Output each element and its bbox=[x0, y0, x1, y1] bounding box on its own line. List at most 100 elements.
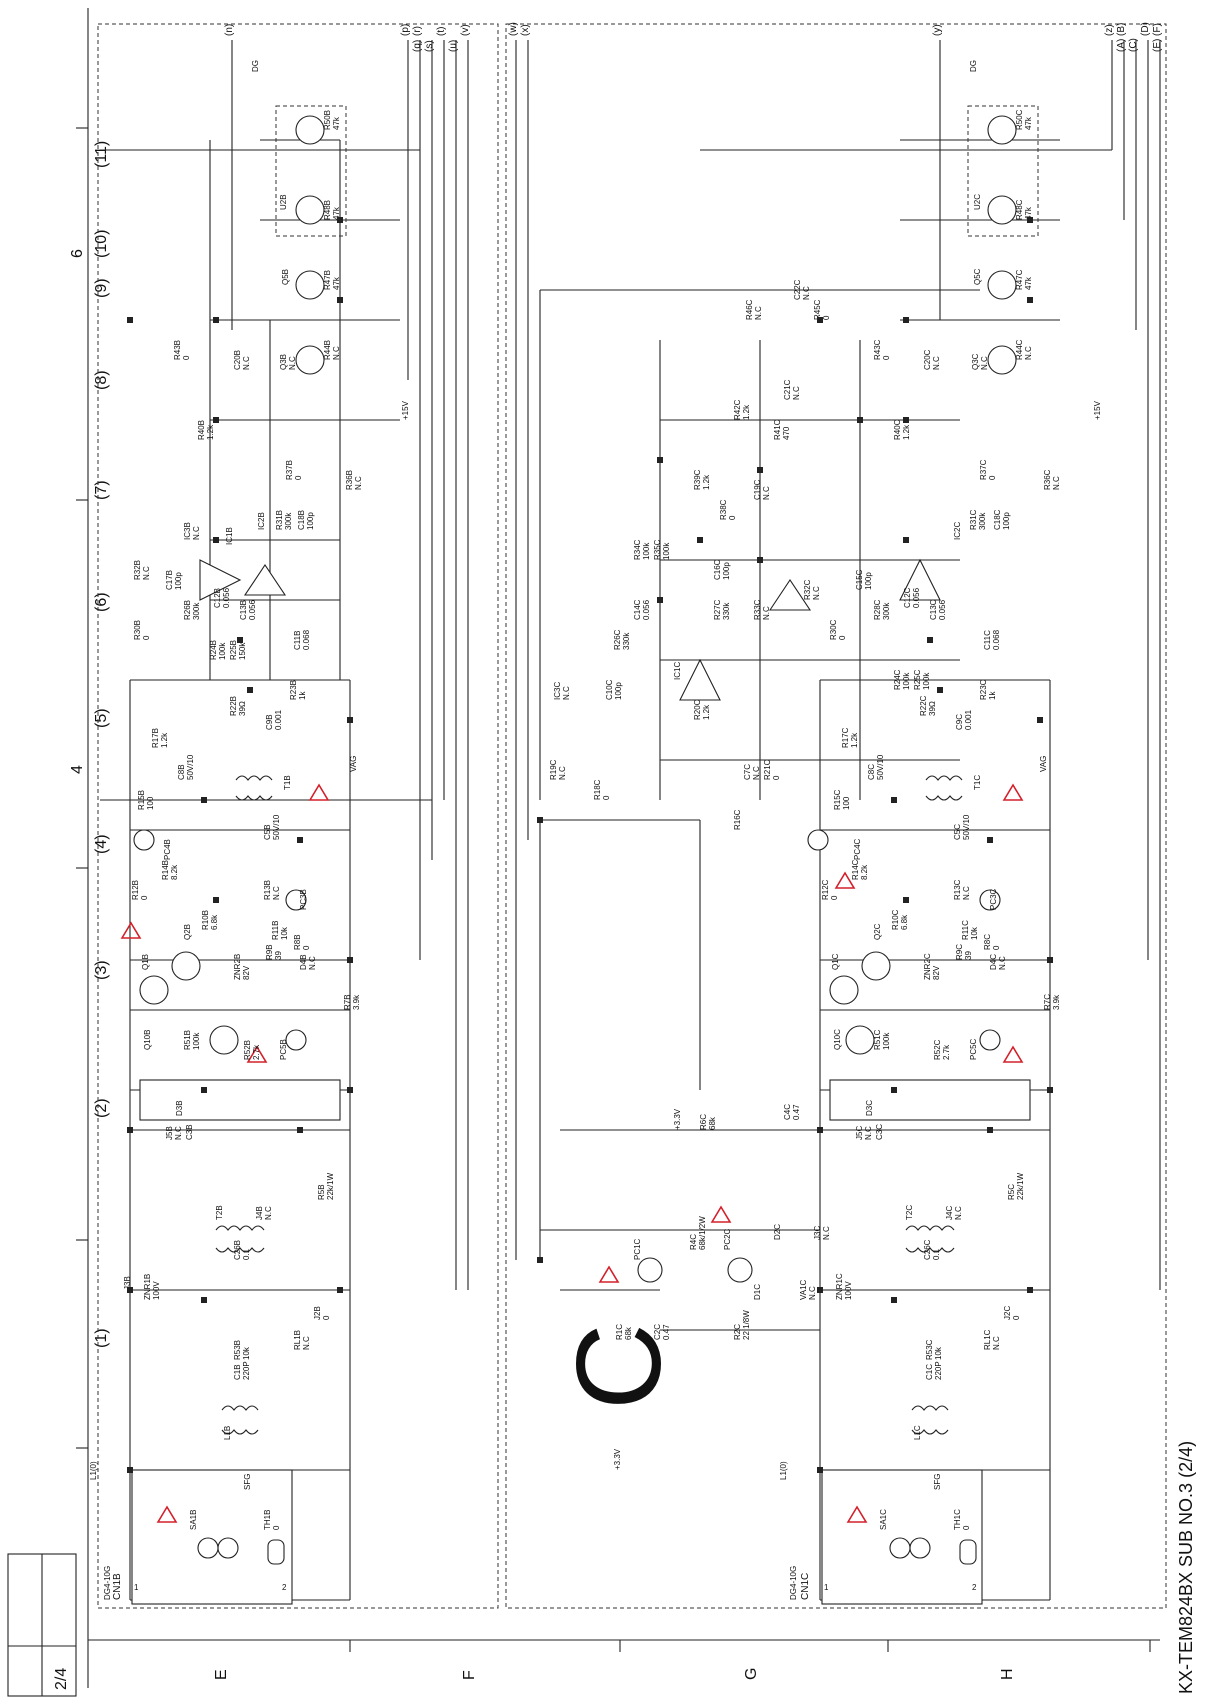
component-ref-j5b: J5B bbox=[165, 1126, 174, 1140]
component-ref-r30c: R30C bbox=[829, 619, 838, 640]
warning-icons bbox=[120, 783, 1024, 1523]
component-ref-r12c: R12C bbox=[821, 879, 830, 900]
component-value-c1c: 220P bbox=[934, 1361, 943, 1380]
component-value-r20c: 1.2k bbox=[702, 704, 711, 720]
test-point bbox=[213, 317, 219, 323]
test-point bbox=[937, 687, 943, 693]
component-value-c19c: N.C bbox=[762, 486, 771, 500]
component-ref-c22c: C22C bbox=[793, 279, 802, 300]
component-ref-r32c: R32C bbox=[803, 579, 812, 600]
component-ref-r10c: R10C bbox=[891, 909, 900, 930]
component-ref-j3c: J3C bbox=[813, 1226, 822, 1240]
component-value-r26c: 330k bbox=[622, 632, 631, 650]
test-point bbox=[213, 897, 219, 903]
row-letter: F bbox=[461, 1670, 478, 1680]
component-value-r19c: N.C bbox=[558, 766, 567, 780]
component-value-r52c: 2.7k bbox=[942, 1044, 951, 1060]
component-value-c26b: 0.1 bbox=[242, 1248, 251, 1260]
test-point bbox=[347, 957, 353, 963]
component-ref-r15c: R15C bbox=[833, 789, 842, 810]
grid-number-labels: (1) (2) (3) (4) (5) (6) (7) (8) (9) (10)… bbox=[69, 141, 110, 1348]
connector-label: (F) bbox=[1152, 23, 1163, 36]
test-point bbox=[903, 897, 909, 903]
component-ref-r24b: R24B bbox=[209, 640, 218, 660]
component-ref-c5c: C5C bbox=[953, 824, 962, 840]
component-ref-c20b: C20B bbox=[233, 350, 242, 370]
component-value-q3b: N.C bbox=[288, 356, 297, 370]
component-value-r53b: 10k bbox=[242, 1346, 251, 1360]
component-ref-r33c: R33C bbox=[753, 599, 762, 620]
component-value-r6c: 68k bbox=[708, 1116, 717, 1130]
test-point bbox=[891, 797, 897, 803]
component-ref-pc4b: PC4B bbox=[163, 839, 172, 860]
component-ref-pc3c: PC3C bbox=[989, 888, 998, 910]
test-point bbox=[1047, 1087, 1053, 1093]
component-ref-r9c: R9C bbox=[955, 944, 964, 960]
warning-triangle-icon bbox=[308, 783, 330, 801]
component-ref-r21c: R21C bbox=[763, 759, 772, 780]
component-ref-t1b: T1B bbox=[283, 775, 292, 790]
test-point bbox=[903, 417, 909, 423]
component-value-j4b: N.C bbox=[264, 1206, 273, 1220]
component-ref-d4c: D4C bbox=[989, 954, 998, 970]
component-value-r25c: 100k bbox=[922, 672, 931, 690]
component-ref-c5b: C5B bbox=[263, 824, 272, 840]
pin-label: 2 bbox=[972, 1583, 977, 1592]
component-ref-c26c: C26C bbox=[923, 1239, 932, 1260]
connector-label: (q) bbox=[412, 40, 423, 52]
component-ref-q2b: Q2B bbox=[183, 924, 192, 940]
component-value-j5c: N.C bbox=[864, 1126, 873, 1140]
component-ref-ic2c: IC2C bbox=[953, 522, 962, 540]
component-ref-r13c: R13C bbox=[953, 879, 962, 900]
component-ref-r7b: R7B bbox=[343, 994, 352, 1010]
component-value-r10c: 6.8k bbox=[900, 914, 909, 930]
component-value-r12c: 0 bbox=[830, 895, 839, 900]
grid-number: (8) bbox=[93, 370, 110, 390]
connector-part: DG4-10G bbox=[789, 1566, 798, 1600]
component-ref-j4c: J4C bbox=[945, 1206, 954, 1220]
connector-label: (v) bbox=[460, 24, 471, 36]
component-value-th1b: 0 bbox=[272, 1525, 281, 1530]
component-ref-j2c: J2C bbox=[1003, 1306, 1012, 1320]
test-point bbox=[1027, 217, 1033, 223]
component-ref-c3c: C3C bbox=[875, 1124, 884, 1140]
component-value-c9b: 0.001 bbox=[274, 709, 283, 730]
component-ref-q10b: Q10B bbox=[143, 1030, 152, 1050]
component-value-c20c: N.C bbox=[932, 356, 941, 370]
component-ref-j4b: J4B bbox=[255, 1206, 264, 1220]
component-ref-r44c: R44C bbox=[1015, 339, 1024, 360]
component-value-c9c: 0.001 bbox=[964, 709, 973, 730]
component-ref-d4b: D4B bbox=[299, 954, 308, 970]
component-value-r32b: N.C bbox=[142, 566, 151, 580]
component-value-r24c: 100k bbox=[902, 672, 911, 690]
component-value-c11c: 0.068 bbox=[992, 629, 1001, 650]
component-value-r43b: 0 bbox=[182, 355, 191, 360]
component-value-q3c: N.C bbox=[980, 356, 989, 370]
component-value-c12c: 0.056 bbox=[912, 587, 921, 608]
sheet-frame bbox=[76, 8, 1160, 1688]
component-value-r27c: 330k bbox=[722, 602, 731, 620]
component-value-r43c: 0 bbox=[882, 355, 891, 360]
component-value-r50b: 47k bbox=[332, 116, 341, 130]
test-point bbox=[817, 1467, 823, 1473]
plus15-label: +15V bbox=[1093, 400, 1102, 420]
component-value-r45c: 0 bbox=[822, 315, 831, 320]
component-value-c2c: 0.47 bbox=[662, 1324, 671, 1340]
component-value-c5b: 50V/10 bbox=[272, 814, 281, 840]
component-value-r48c: 47k bbox=[1024, 206, 1033, 220]
component-ref-r50c: R50C bbox=[1015, 109, 1024, 130]
line-ref: L1(0) bbox=[89, 1461, 98, 1480]
component-ref-c11b: C11B bbox=[293, 631, 302, 650]
test-point bbox=[657, 597, 663, 603]
warning-triangle-icon bbox=[156, 1505, 178, 1523]
component-ref-c13b: C13B bbox=[239, 600, 248, 620]
top-connectors-mid: (w) (x) (y) bbox=[508, 22, 943, 36]
test-point bbox=[1027, 297, 1033, 303]
component-ref-c10c: C10C bbox=[605, 679, 614, 700]
component-ref-r9b: R9B bbox=[265, 944, 274, 960]
component-value-r12b: 0 bbox=[140, 895, 149, 900]
component-ref-r31b: R31B bbox=[275, 510, 284, 530]
connector-label: (x) bbox=[520, 24, 531, 36]
component-ref-c21c: C21C bbox=[783, 379, 792, 400]
